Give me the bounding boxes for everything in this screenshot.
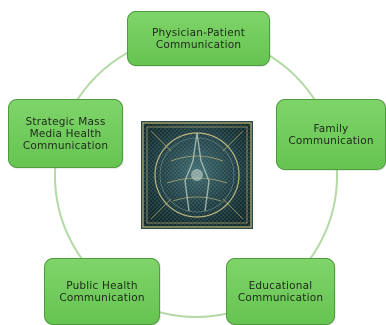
center-emblem-image — [141, 121, 253, 229]
node-family-communication: Family Communication — [276, 99, 386, 170]
node-strategic-mass-media-health-communication: Strategic Mass Media Health Communicatio… — [8, 99, 123, 168]
node-physician-patient-communication: Physician-Patient Communication — [127, 11, 270, 66]
node-label-family: Family Communication — [288, 122, 374, 147]
node-label-public-health: Public Health Communication — [59, 279, 145, 304]
node-label-educational: Educational Communication — [237, 279, 324, 304]
node-label-strategic: Strategic Mass Media Health Communicatio… — [22, 115, 109, 152]
node-public-health-communication: Public Health Communication — [44, 258, 160, 325]
node-educational-communication: Educational Communication — [226, 258, 335, 325]
node-label-physician-patient: Physician-Patient Communication — [151, 26, 246, 51]
